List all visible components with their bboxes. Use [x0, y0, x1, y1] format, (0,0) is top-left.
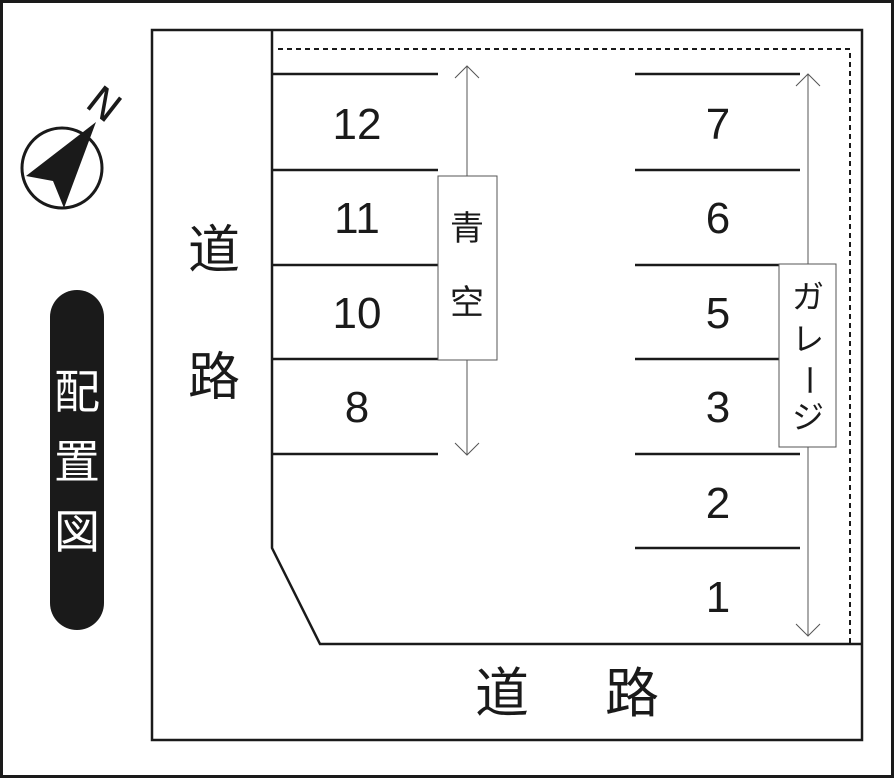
- site-boundary: [150, 28, 864, 742]
- bottom-road-char-2: 路: [605, 662, 659, 725]
- left-zone-char-1: 青: [450, 209, 484, 249]
- right-space-lines: [635, 72, 800, 550]
- left-space-lines: [272, 72, 438, 456]
- title-char-2: 置: [54, 435, 100, 489]
- space-1: 1: [706, 573, 730, 622]
- space-11: 11: [334, 194, 380, 243]
- title-char-1: 配: [54, 365, 100, 419]
- dashed-boundary: [278, 48, 851, 644]
- space-7: 7: [706, 100, 730, 149]
- space-12: 12: [333, 100, 382, 149]
- right-zone-char-1: ガ: [792, 278, 824, 316]
- space-6: 6: [706, 194, 730, 243]
- lot-boundary: [270, 30, 862, 646]
- space-10: 10: [333, 289, 382, 338]
- right-zone-char-2: レ: [792, 320, 824, 358]
- title-badge: [50, 290, 104, 630]
- right-zone-char-4: ジ: [792, 398, 824, 436]
- bottom-road-char-1: 道: [475, 662, 529, 725]
- space-2: 2: [706, 479, 730, 528]
- title-char-3: 図: [54, 505, 100, 559]
- space-8: 8: [345, 383, 369, 432]
- left-zone-label-box: [437, 175, 498, 361]
- title: 配 置 図: [54, 365, 100, 559]
- space-5: 5: [706, 289, 730, 338]
- space-3: 3: [706, 383, 730, 432]
- left-road-char-1: 道: [188, 221, 240, 281]
- left-road-char-2: 路: [188, 348, 240, 408]
- right-zone-char-3: ー: [790, 364, 828, 396]
- right-zone-label-box: [778, 263, 837, 448]
- left-zone-char-2: 空: [450, 283, 484, 323]
